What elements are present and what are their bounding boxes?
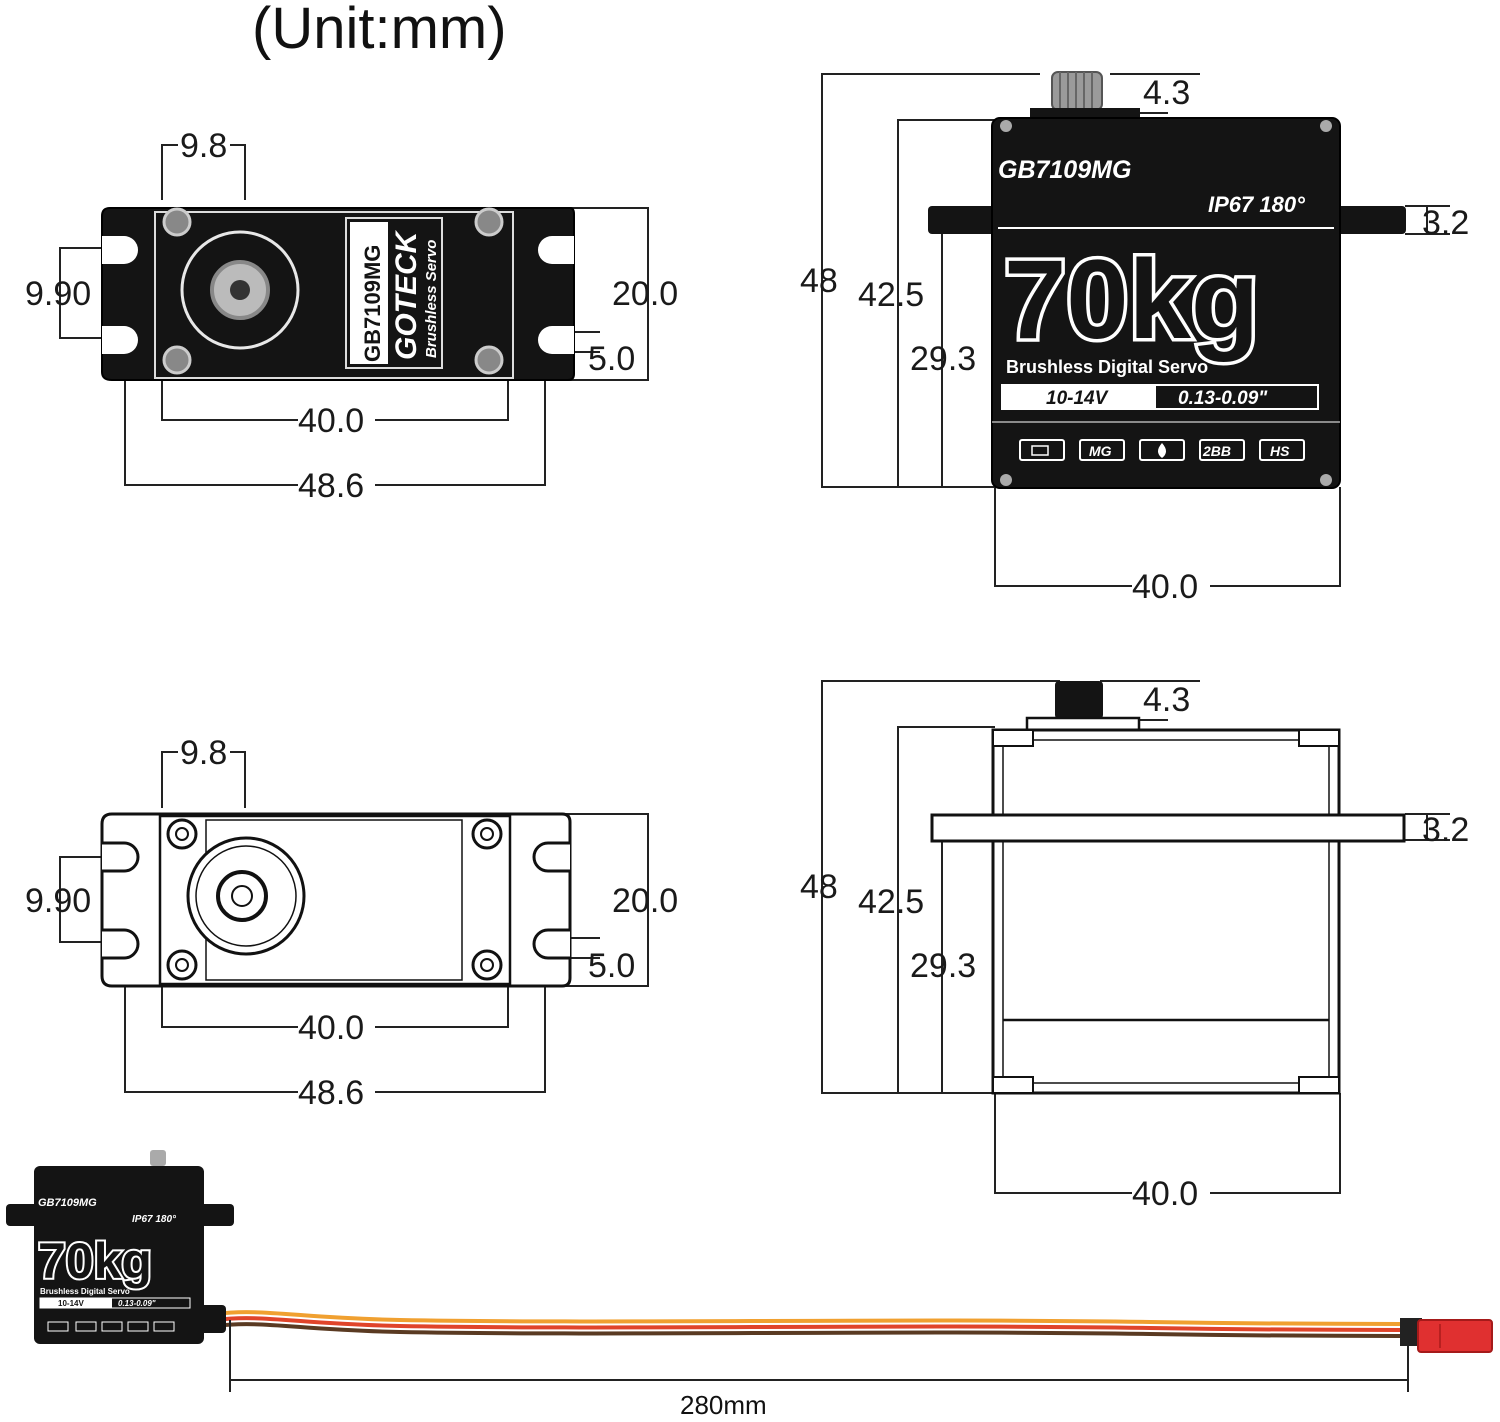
front-view-outline: 48 42.5 29.3 4.3 3.2 40.0 [800, 680, 1469, 1213]
dim-hole-spacing-v-top: 9.90 [25, 275, 91, 313]
front-view-photo: 48 42.5 29.3 4.3 3.2 40.0 GB7109MG IP67 … [800, 71, 1469, 606]
dim-spline-offset-top: 9.8 [180, 127, 227, 165]
small-spec-top: IP67 180° [132, 1214, 177, 1225]
front-spec-top: IP67 180° [1208, 192, 1305, 217]
outline-body [991, 728, 1341, 1095]
dim-width-outline: 20.0 [612, 882, 678, 920]
dim-flange-thickness-outline: 3.2 [1422, 811, 1469, 849]
small-type: Brushless Digital Servo [40, 1287, 130, 1296]
badge-mg: MG [1089, 443, 1112, 459]
front-type: Brushless Digital Servo [1006, 357, 1208, 377]
servo-with-cable: GB7109MG IP67 180° 70kg Brushless Digita… [6, 1150, 1493, 1420]
top-view-outline: 9.8 9.90 20.0 5.0 40.0 48.6 [25, 734, 678, 1112]
cable-length-label: 280mm [680, 1390, 767, 1417]
dim-spline-offset-outline: 9.8 [180, 734, 227, 772]
connector-plug [1417, 1319, 1493, 1353]
outline-flange [930, 813, 1406, 843]
dim-flange-height-front: 29.3 [910, 340, 976, 378]
front-torque: 70kg [1004, 237, 1259, 362]
dim-spline-height-outline: 4.3 [1143, 681, 1190, 719]
top-view-photo: 9.8 9.90 20.0 5.0 40.0 48.6 GB7109MG GOT… [25, 127, 678, 505]
front-voltage: 10-14V [1046, 388, 1109, 409]
dim-overall-length-outline: 48.6 [298, 1074, 364, 1112]
dim-flange-height-outline: 29.3 [910, 947, 976, 985]
dim-hole-spacing-h-outline: 40.0 [298, 1009, 364, 1047]
outline-spline [1055, 681, 1103, 719]
dim-overall-length-top: 48.6 [298, 467, 364, 505]
top-label-brand: GOTECK [390, 229, 423, 360]
dim-body-width-outline: 40.0 [1132, 1175, 1198, 1213]
badge-hs: HS [1270, 443, 1290, 459]
dim-body-width-front: 40.0 [1132, 568, 1198, 606]
dim-hole-spacing-v-outline: 9.90 [25, 882, 91, 920]
small-torque: 70kg [38, 1233, 152, 1289]
dim-flange-thickness-front: 3.2 [1422, 204, 1469, 242]
dim-hole-dia-top: 5.0 [588, 340, 635, 378]
small-speed: 0.13-0.09" [118, 1299, 156, 1308]
dim-hole-spacing-h-top: 40.0 [298, 402, 364, 440]
dim-body-height-front: 42.5 [858, 276, 924, 314]
badge-2bb: 2BB [1202, 443, 1231, 459]
dim-spline-height-front: 4.3 [1143, 74, 1190, 112]
wire-red [215, 1316, 1405, 1332]
small-model: GB7109MG [38, 1197, 97, 1209]
dim-width-top: 20.0 [612, 275, 678, 313]
top-label-model: GB7109MG [360, 245, 385, 362]
wire-orange [215, 1310, 1405, 1326]
dim-hole-dia-outline: 5.0 [588, 947, 635, 985]
wire-brown [215, 1322, 1405, 1338]
dim-body-height-outline: 42.5 [858, 883, 924, 921]
top-label-brand-sub: Brushless Servo [423, 240, 440, 358]
unit-title: (Unit:mm) [252, 0, 507, 61]
motor-icon [1019, 439, 1065, 461]
front-speed: 0.13-0.09" [1178, 388, 1268, 409]
small-voltage: 10-14V [58, 1299, 84, 1308]
badge-row: MG 2BB HS [1019, 439, 1305, 461]
dim-total-height-outline: 48 [800, 868, 838, 906]
water-drop-icon [1158, 443, 1166, 458]
dim-total-height-front: 48 [800, 262, 838, 300]
connector-housing [1400, 1318, 1422, 1346]
front-model: GB7109MG [998, 156, 1131, 184]
